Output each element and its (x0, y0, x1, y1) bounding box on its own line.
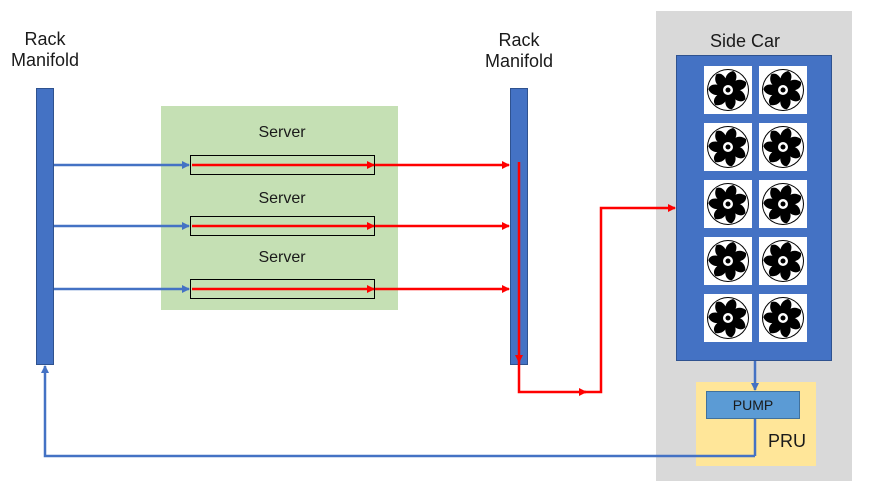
fan-icon (759, 180, 807, 228)
server-label: Server (258, 190, 306, 207)
pru-label: PRU (768, 431, 807, 451)
fan-icon (704, 294, 752, 342)
fan-icon (759, 66, 807, 114)
fan-icon (704, 237, 752, 285)
fan-icon (759, 237, 807, 285)
right-manifold-label: Rack Manifold (484, 30, 554, 71)
server-block (161, 106, 398, 310)
fan-icon (704, 180, 752, 228)
fan-icon (759, 123, 807, 171)
pump-box (706, 391, 800, 419)
left-rack-manifold (36, 88, 54, 365)
to-sidecar-pipe (584, 204, 676, 394)
left-manifold-label: Rack Manifold (10, 29, 80, 70)
fan-icon (704, 66, 752, 114)
side-car-label: Side Car (709, 31, 781, 51)
to-sidecar-pipe (517, 362, 587, 396)
fan-icon (704, 123, 752, 171)
fan-icon (759, 294, 807, 342)
pump-label: PUMP (732, 397, 774, 413)
server-label: Server (258, 249, 306, 266)
return-to-manifold-pipe (41, 365, 755, 458)
server-label: Server (258, 124, 306, 141)
